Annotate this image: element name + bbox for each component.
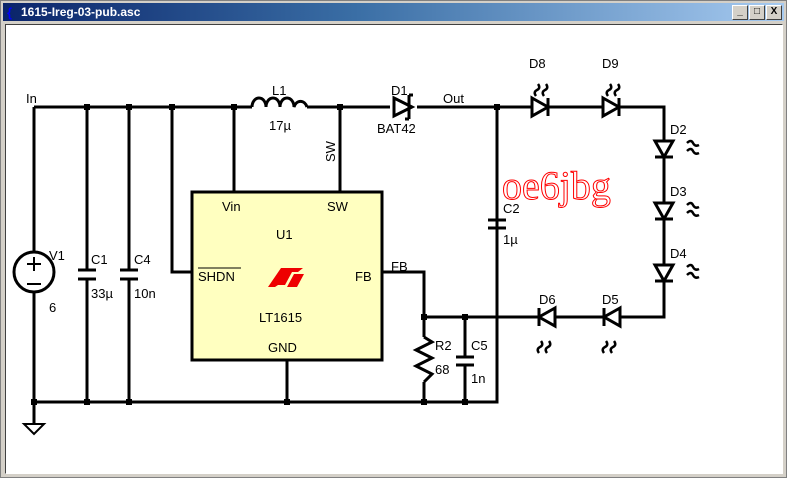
voltage-source-v1[interactable] xyxy=(12,250,56,294)
u1-part: LT1615 xyxy=(259,310,302,325)
led-symbol xyxy=(652,139,676,161)
r2-name: R2 xyxy=(435,338,452,353)
led-d4[interactable]: D4 xyxy=(652,246,700,285)
light-emission-arrows-icon xyxy=(605,83,621,97)
c1-name: C1 xyxy=(91,252,108,267)
net-label-sw: SW xyxy=(323,140,338,162)
led-d2[interactable]: D2 xyxy=(652,122,700,161)
close-button[interactable]: X xyxy=(766,5,782,20)
diode-d1[interactable] xyxy=(392,93,416,121)
light-emission-arrows-icon xyxy=(686,201,700,217)
led-label: D8 xyxy=(529,56,546,71)
v1-value: 6 xyxy=(49,300,56,315)
c2-name: C2 xyxy=(503,201,520,216)
pin-shdn: SHDN xyxy=(198,269,235,284)
minimize-button[interactable]: _ xyxy=(732,5,748,20)
led-symbol xyxy=(652,263,676,285)
light-emission-arrows-icon xyxy=(536,340,552,354)
inductor-l1[interactable] xyxy=(250,96,309,108)
led-symbol xyxy=(652,201,676,223)
l1-value: 17µ xyxy=(269,118,291,133)
led-d8[interactable]: D8 xyxy=(529,56,552,119)
led-label: D6 xyxy=(539,292,556,307)
light-emission-arrows-icon xyxy=(533,83,549,97)
watermark: oe6jbg xyxy=(502,163,611,208)
u1-name: U1 xyxy=(276,227,293,242)
pin-gnd: GND xyxy=(268,340,297,355)
led-d9[interactable]: D9 xyxy=(601,56,623,119)
r2-value: 68 xyxy=(435,362,449,377)
light-emission-arrows-icon xyxy=(601,340,617,354)
d1-value: BAT42 xyxy=(377,121,416,136)
led-symbol xyxy=(601,95,623,119)
title-bar: { 1615-Ireg-03-pub.asc _ □ X xyxy=(3,3,784,21)
light-emission-arrows-icon xyxy=(686,139,700,155)
net-label-out: Out xyxy=(443,91,464,106)
ltspice-icon: { xyxy=(7,5,13,20)
led-d5[interactable]: D5 xyxy=(600,292,622,354)
led-label: D3 xyxy=(670,184,687,199)
led-label: D9 xyxy=(602,56,619,71)
led-label: D2 xyxy=(670,122,687,137)
light-emission-arrows-icon xyxy=(686,263,700,279)
l1-name: L1 xyxy=(272,83,286,98)
c4-name: C4 xyxy=(134,252,151,267)
net-label-in: In xyxy=(26,91,37,106)
led-label: D4 xyxy=(670,246,687,261)
c4-value: 10n xyxy=(134,286,156,301)
junction-dots xyxy=(31,104,500,405)
ground-symbol xyxy=(21,423,47,436)
wires[interactable] xyxy=(21,105,666,436)
d1-name: D1 xyxy=(391,83,408,98)
c5-value: 1n xyxy=(471,371,485,386)
net-label-fb: FB xyxy=(391,259,408,274)
led-d3[interactable]: D3 xyxy=(652,184,700,223)
c5-name: C5 xyxy=(471,338,488,353)
led-symbol xyxy=(600,305,622,329)
pin-vin: Vin xyxy=(222,199,241,214)
led-d6[interactable]: D6 xyxy=(535,292,557,354)
c2-value: 1µ xyxy=(503,232,518,247)
capacitor-plates[interactable] xyxy=(78,218,506,367)
linear-tech-logo xyxy=(268,268,304,287)
pin-fb: FB xyxy=(355,269,372,284)
pin-sw: SW xyxy=(327,199,349,214)
led-symbol xyxy=(530,95,552,119)
v1-name: V1 xyxy=(49,248,65,263)
maximize-button[interactable]: □ xyxy=(749,5,765,20)
resistor-r2[interactable] xyxy=(412,335,436,384)
led-symbol xyxy=(535,305,557,329)
c1-value: 33µ xyxy=(91,286,113,301)
led-label: D5 xyxy=(602,292,619,307)
window-title: 1615-Ireg-03-pub.asc xyxy=(21,5,141,19)
